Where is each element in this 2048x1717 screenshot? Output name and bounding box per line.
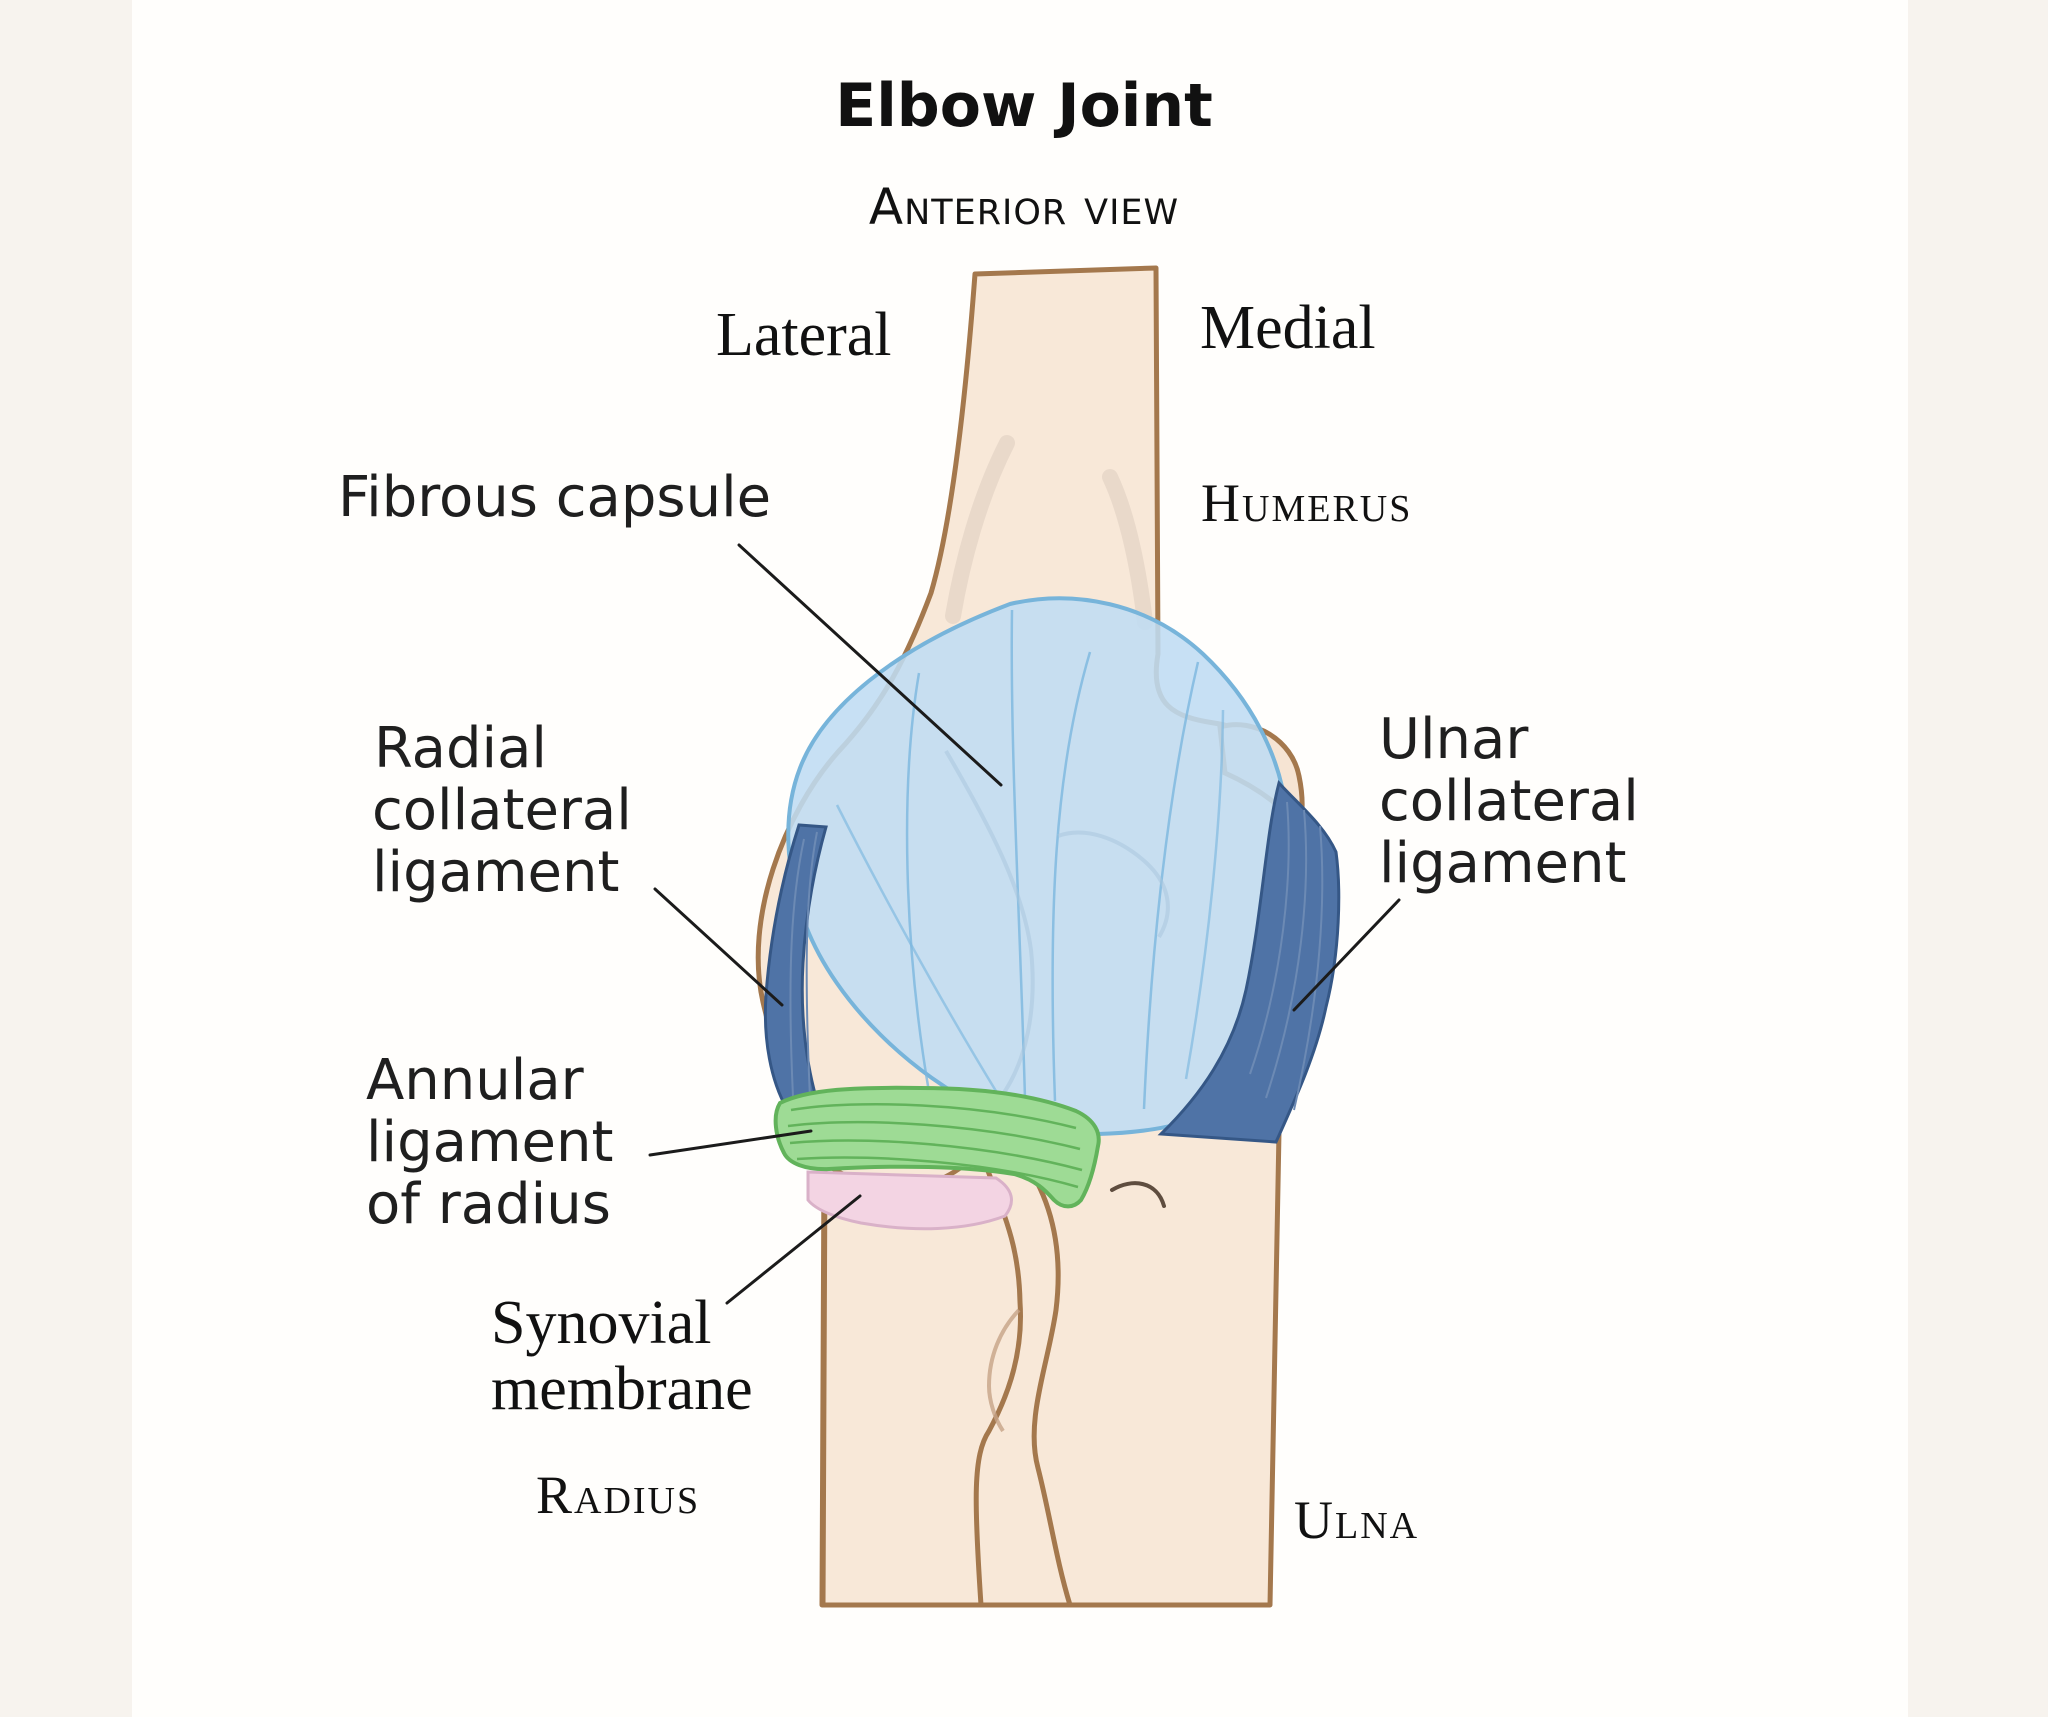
medial-label: Medial	[1200, 294, 1376, 362]
ulnar-collateral-fiber-2	[1265, 809, 1308, 1099]
radial-collateral-label-line1: Radial	[374, 716, 547, 781]
humerus-highlight-right	[1102, 469, 1153, 630]
humerus-highlight-left	[945, 435, 1015, 624]
capsule-fold-3	[1051, 651, 1092, 1102]
radius-label: Radius	[536, 1465, 700, 1525]
fibrous-capsule-leader	[737, 543, 1003, 787]
title-block: Elbow Joint Anterior view	[835, 71, 1213, 236]
ulna-inner-contour	[1018, 1153, 1073, 1608]
ulnar-collateral-ligament	[1157, 779, 1341, 1144]
synovial-label-line2: membrane	[491, 1355, 753, 1423]
annular-ligament	[773, 1085, 1101, 1209]
annular-fiber-3	[789, 1139, 1083, 1172]
synovial-membrane	[806, 1170, 1013, 1231]
synovial-leader	[725, 1194, 862, 1305]
page-subtitle: Anterior view	[869, 178, 1179, 236]
annular-fiber-4	[796, 1156, 1079, 1189]
capsule-fold-5	[1184, 709, 1225, 1080]
capsule-inner-bone-shadow-2	[1057, 830, 1170, 939]
radial-collateral-label-line3: ligament	[372, 840, 619, 905]
radial-collateral-leader	[653, 887, 784, 1007]
ulnar-collateral-fiber-3	[1293, 825, 1324, 1111]
labels: Lateral Medial Fibrous capsule Humerus R…	[338, 294, 1639, 1550]
annular-fiber-2	[787, 1120, 1081, 1151]
radial-collateral-fiber-1	[789, 838, 805, 1098]
annular-label-line2: ligament	[366, 1110, 613, 1175]
radial-collateral-label-line2: collateral	[372, 778, 632, 843]
capsule-fold-4	[1142, 661, 1200, 1110]
capsule-fold-1	[905, 672, 931, 1093]
ulnar-collateral-label-line1: Ulnar	[1379, 707, 1529, 772]
capsule-fold-2	[1010, 609, 1027, 1100]
coronoid-curve	[1110, 1181, 1166, 1208]
annular-label-line3: of radius	[366, 1172, 611, 1237]
forearm-midline-shadow	[986, 1308, 1021, 1433]
annular-leader	[648, 1129, 813, 1157]
page-title: Elbow Joint	[835, 71, 1213, 141]
ulnar-collateral-fiber-1	[1249, 801, 1290, 1075]
capsule-inner-bone-shadow	[944, 749, 1035, 1099]
fibrous-capsule-label: Fibrous capsule	[338, 465, 771, 530]
ulna-label: Ulna	[1294, 1490, 1419, 1550]
humerus-label: Humerus	[1201, 473, 1412, 533]
leader-lines	[648, 543, 1401, 1305]
ulnar-collateral-leader	[1292, 898, 1401, 1012]
lateral-label: Lateral	[716, 301, 892, 369]
synovial-label-line1: Synovial	[491, 1289, 711, 1357]
ulnar-collateral-label-line2: collateral	[1379, 769, 1639, 834]
capsule-fold-6	[835, 804, 1001, 1097]
annular-fiber-1	[790, 1102, 1077, 1130]
ulnar-collateral-label-line3: ligament	[1379, 831, 1626, 896]
radial-collateral-fiber-2	[805, 831, 818, 1099]
annular-and-synovial	[773, 1085, 1101, 1231]
annular-label-line1: Annular	[366, 1048, 585, 1113]
